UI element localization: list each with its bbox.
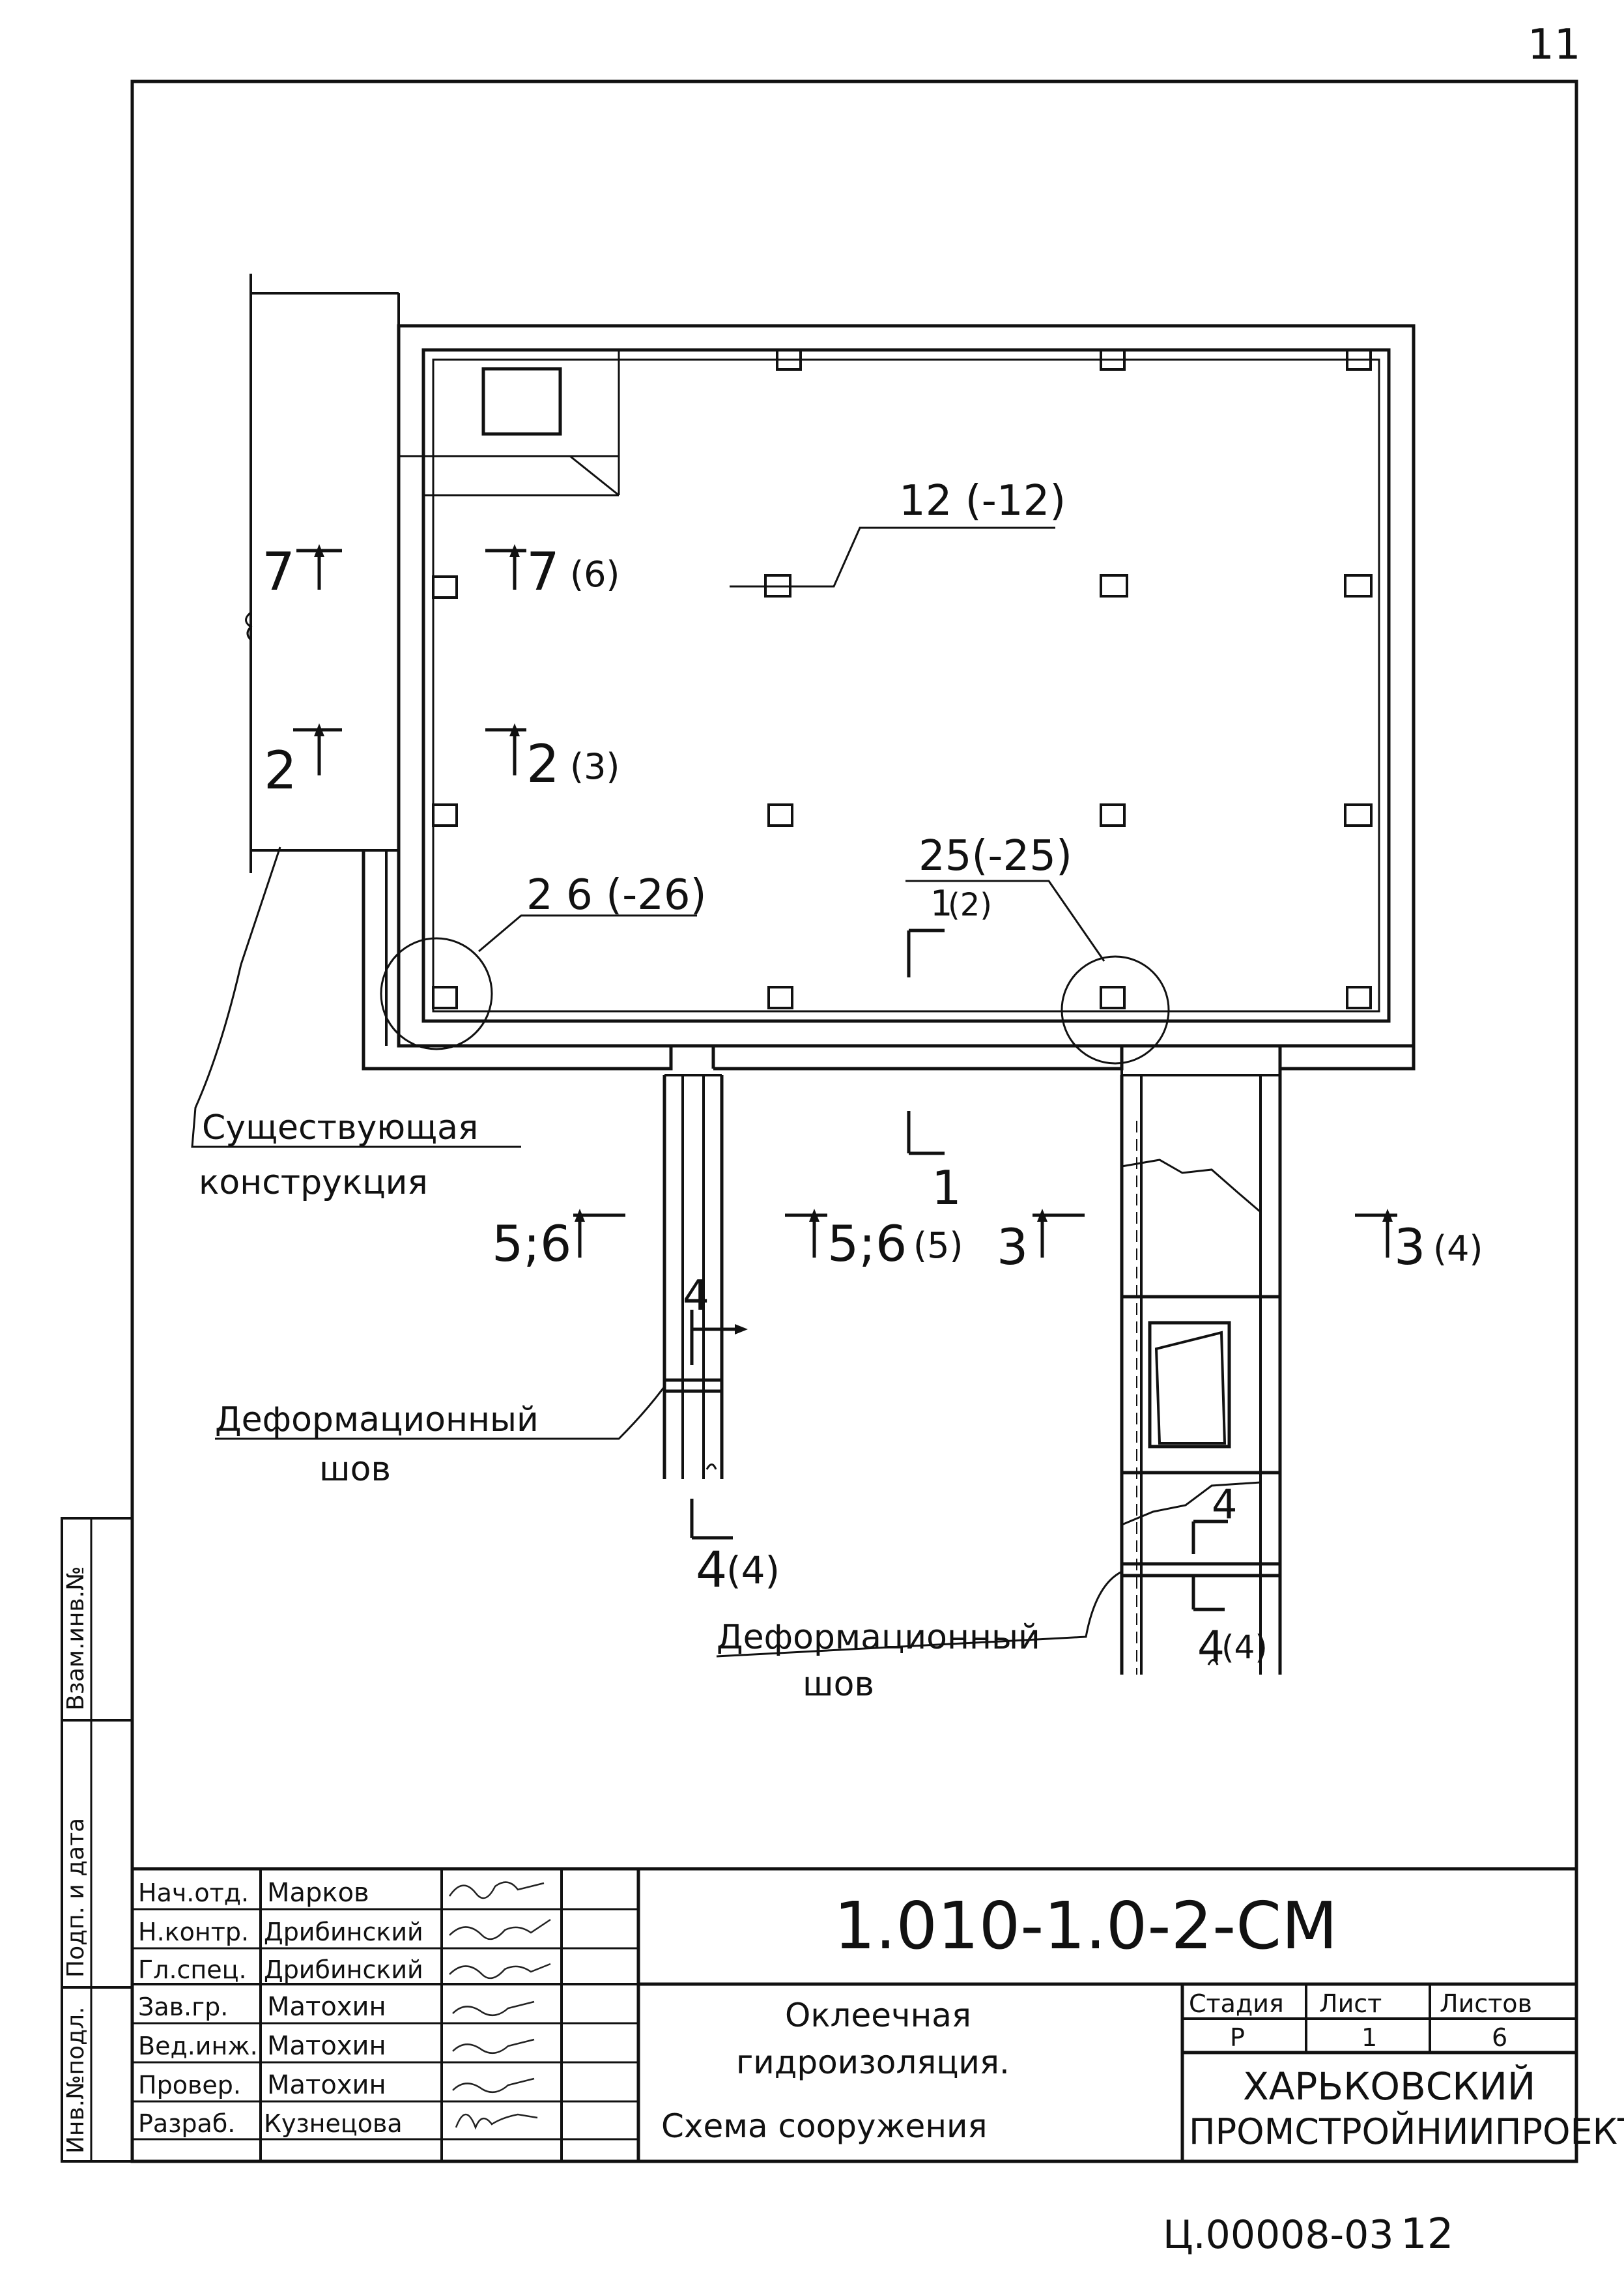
sheets-value: 6 [1492,2023,1507,2052]
section-4-top: 4 [683,1272,709,1320]
title-block [130,1867,1578,2163]
existing-label-2: конструкция [199,1163,428,1202]
plan-drawing [191,274,1416,1675]
stage-value: Р [1230,2023,1245,2052]
sheet-number: 11 [1528,21,1580,69]
title-block-roles: Нач.отд. Н.контр. Гл.спец. Зав.гр. Вед.и… [138,1879,258,2138]
title-line-1: Оклеечная [785,1997,971,2034]
archive-code: Ц.00008-03 [1163,2212,1394,2258]
leader-existing [191,846,521,1148]
role-5: Провер. [138,2071,241,2099]
section-3-left: 3 [997,1218,1028,1276]
right-channel [1120,1069,1282,1675]
title-block-names: Марков Дрибинский Дрибинский Матохин Мат… [264,1878,423,2138]
section-4-right-top: 4 [1212,1480,1237,1528]
section-4-bottom: 4 [696,1540,727,1598]
leader-26 [478,914,697,953]
role-2: Гл.спец. [138,1955,247,1984]
sheet-value: 1 [1361,2023,1377,2052]
building-insulation-line [432,358,1380,1013]
side-stamp-sign-date: Подп. и дата [63,1818,89,1978]
name-1: Дрибинский [264,1918,423,1946]
title-line-3: Схема сооружения [661,2107,988,2145]
section-3-right-alt: (4) [1433,1228,1483,1269]
section-1-top-alt: (2) [948,887,992,923]
joint2-label-1: Деформационный [717,1618,1040,1657]
name-6: Кузнецова [264,2109,403,2138]
joint2-label-2: шов [803,1665,874,1704]
detail-circle-25 [1061,955,1170,1065]
signatures [448,1881,551,2130]
org-line-1: ХАРЬКОВСКИЙ [1243,2064,1535,2109]
section-7-right-alt: (6) [570,554,620,595]
name-3: Матохин [267,1992,386,2022]
leader-joint2 [716,1570,1122,1658]
role-0: Нач.отд. [138,1879,249,1907]
section-1-top: 1 [930,883,952,924]
detail-circle-26 [380,937,493,1050]
callout-25: 25(-25) [919,832,1072,880]
section-2-left: 2 [264,740,297,801]
section-labels: 7 7 (6) 2 2 (3) 1 (2) 1 5;6 5;6 (5) 3 3 … [262,541,1483,1672]
name-2: Дрибинский [264,1955,423,1984]
section-7-left: 7 [262,541,295,602]
role-1: Н.контр. [138,1918,249,1946]
footer-page: 12 [1401,2210,1453,2258]
section-1-bottom: 1 [932,1161,962,1215]
stage-header: Стадия [1189,1989,1284,2018]
leader-25 [905,880,1105,962]
section-7-right: 7 [526,541,560,602]
column-squares [432,349,1373,1009]
side-stamp-orig-inv: Инв.№подл. [63,2007,89,2154]
leader-joint1 [215,1386,666,1440]
org-line-2: ПРОМСТРОЙНИИПРОЕКТ [1189,2111,1624,2152]
left-channel [662,1074,724,1479]
building-outer-wall [397,324,1416,1048]
section-2-right: 2 [526,734,560,794]
section-4-right-bottom: 4 [1197,1622,1225,1672]
opening [481,367,562,436]
section-marks [293,549,1397,1611]
side-stamp: Взам.инв.№ Подп. и дата Инв.№подл. [61,1517,134,2163]
role-4: Вед.инж. [138,2032,258,2060]
title-line-2: гидроизоляция. [736,2043,1010,2081]
leader-12 [730,526,1055,588]
building-inner-wall [421,348,1391,1023]
drawing-code: 1.010-1.0-2-СМ [834,1888,1337,1964]
joint1-label-1: Деформационный [215,1400,539,1439]
joint1-label-2: шов [319,1450,391,1489]
existing-label-1: Существующая [202,1108,478,1147]
section-2-right-alt: (3) [570,746,620,787]
section-56-right: 5;6 [827,1215,907,1273]
name-0: Марков [267,1878,369,1908]
role-6: Разраб. [138,2109,235,2138]
name-4: Матохин [267,2031,386,2061]
role-3: Зав.гр. [138,1993,228,2021]
side-stamp-replace-inv: Взам.инв.№ [63,1566,89,1710]
callout-26: 2 6 (-26) [526,871,707,919]
sheet-header: Лист [1319,1989,1382,2018]
name-5: Матохин [267,2070,386,2100]
section-arrows [314,544,1393,1334]
section-56-left: 5;6 [492,1215,571,1273]
callout-12: 12 (-12) [899,477,1066,525]
section-4-bottom-alt: (4) [726,1548,780,1593]
right-channel-opening [1148,1321,1231,1449]
sheets-header: Листов [1440,1989,1532,2018]
section-56-right-alt: (5) [913,1225,963,1266]
section-3-right: 3 [1394,1218,1425,1276]
section-4-right-bottom-alt: (4) [1221,1628,1268,1666]
